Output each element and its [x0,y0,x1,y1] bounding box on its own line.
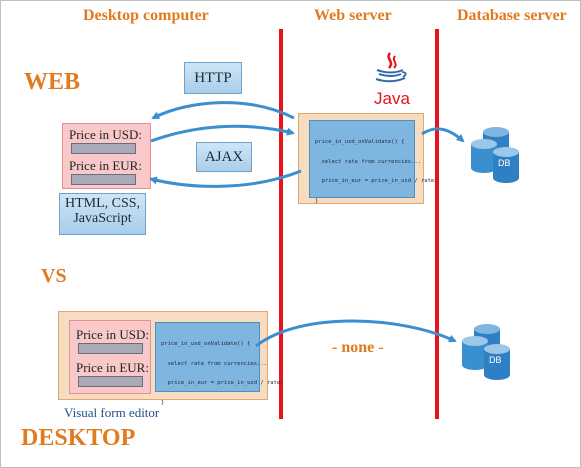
header-database-server: Database server [457,7,567,24]
desktop-code-line-2: select rate from currencies... [161,360,267,367]
arrow-server-to-client-bottom [149,169,302,188]
desktop-eur-label: Price in EUR: [76,360,149,375]
web-form-panel: Price in USD: Price in EUR: [62,123,151,189]
header-desktop-computer: Desktop computer [83,7,209,24]
server-code-box: price_in_usd_onValidate() { select rate … [309,120,438,204]
desktop-eur-field[interactable] [78,376,143,387]
db-cylinders-icon [462,324,510,380]
arrow-client-to-server [150,124,295,143]
arrow-desktop-to-db [255,319,457,348]
database-icon-web: DB [469,122,527,184]
http-box: HTTP [184,62,242,94]
desktop-usd-label: Price in USD: [76,327,149,342]
java-cup-icon [375,52,407,83]
desktop-code-box: price_in_usd_onValidate() { select rate … [155,322,284,406]
desktop-usd-field[interactable] [78,343,143,354]
db-label-web: DB [498,158,511,168]
web-eur-label: Price in EUR: [69,158,142,173]
db-cylinders-icon [471,127,519,183]
server-code-line-2: select rate from currencies... [315,158,421,165]
ajax-box: AJAX [196,142,252,172]
arrow-server-to-db [421,127,465,143]
arrow-server-to-client-top [151,101,295,120]
java-text: Java [374,89,410,108]
separator-line-left [279,29,283,419]
server-code-line-4: } [315,197,319,204]
server-code-line-1: price_in_usd_onValidate() { [315,139,405,145]
separator-line-right [435,29,439,419]
java-logo: Java [371,51,411,108]
none-label: - none - [332,339,384,356]
tech-line-2: JavaScript [73,211,132,226]
server-code-line-3: price_in_eur = price_in_usd / rate; [315,178,438,184]
html-css-js-box: HTML, CSS, JavaScript [59,193,146,235]
desktop-code-line-4: } [161,399,165,406]
desktop-code-line-3: price_in_eur = price_in_usd / rate; [161,380,284,386]
vs-label: VS [41,265,67,287]
web-eur-field[interactable] [71,174,136,185]
web-usd-label: Price in USD: [69,127,142,142]
visual-form-editor-label: Visual form editor [64,405,160,420]
database-icon-desktop: DB [460,319,518,381]
header-web-server: Web server [314,7,392,24]
desktop-code-line-1: price_in_usd_onValidate() { [161,341,251,347]
db-label-desktop: DB [489,355,502,365]
tech-line-1: HTML, CSS, [64,196,141,211]
server-code-panel: price_in_usd_onValidate() { select rate … [298,113,438,204]
web-usd-field[interactable] [71,143,136,154]
desktop-form-panel: Price in USD: Price in EUR: [69,320,151,394]
desktop-label: DESKTOP [21,425,136,451]
web-label: WEB [24,69,81,95]
visual-form-editor-panel: Price in USD: Price in EUR: price_in_usd… [58,311,284,406]
